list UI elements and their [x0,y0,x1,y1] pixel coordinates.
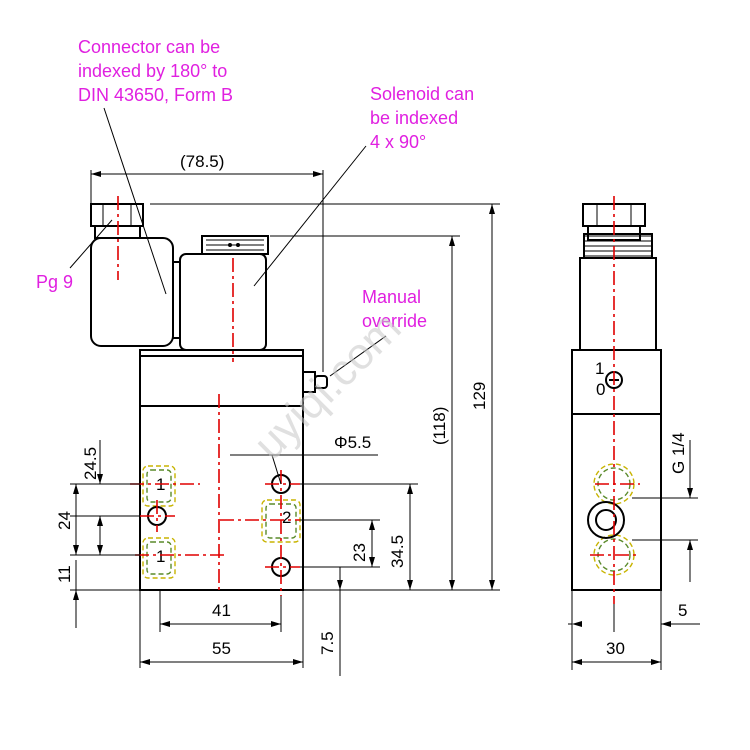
dim-hole-diameter: Φ5.5 [334,433,371,452]
solenoid-nut [201,235,269,255]
side-coil [579,257,657,351]
dim-port-bottom-offset: 11 [55,565,74,583]
dim-port-offset-right: 23 [350,543,369,562]
manual-override-line1: Manual [362,287,421,307]
side-dimensions: G 1/4 5 30 [568,432,700,670]
watermark: uyiqi.com [244,303,410,469]
solenoid-note-line1: Solenoid can [370,84,474,104]
front-dimensions: (78.5) 129 (118) Φ5.5 34.5 23 [55,152,500,676]
dim-port-thread: G 1/4 [669,432,688,474]
svg-text:0: 0 [596,380,605,399]
solenoid-coil [179,253,267,351]
connector-nut [90,203,144,227]
connector-note-line1: Connector can be [78,37,220,57]
side-valve-body [571,413,662,591]
svg-text:1: 1 [156,547,165,566]
solenoid-note-line3: 4 x 90° [370,132,426,152]
connector-body [90,237,174,347]
side-pilot-head [571,349,662,415]
dim-port-spacing-mid: 24 [55,511,74,530]
front-view: 1 1 2 [90,196,328,596]
pilot-head [139,349,304,407]
pg9-label: Pg 9 [36,272,73,292]
connector-note-line3: DIN 43650, Form B [78,85,233,105]
dim-total-height: 129 [470,382,489,410]
dim-body-height: (118) [430,407,449,445]
svg-text:2: 2 [282,508,291,527]
dim-port-spacing-top: 24.5 [81,447,100,480]
annotations: Connector can be indexed by 180° to DIN … [36,37,474,377]
connector-note-line2: indexed by 180° to [78,61,227,81]
dim-port-height-right: 34.5 [388,535,407,568]
dim-overall-width: (78.5) [180,152,224,171]
dim-bottom-offset: 7.5 [318,631,337,655]
side-port-mid [587,501,625,539]
dim-mount-spacing: 41 [212,601,231,620]
svg-text:1: 1 [595,359,604,378]
dim-side-width: 30 [606,639,625,658]
dim-side-offset: 5 [678,601,687,620]
dim-body-width: 55 [212,639,231,658]
side-view: 1 0 [571,196,662,604]
valve-body [139,405,304,591]
manual-override-line2: override [362,311,427,331]
solenoid-note-line2: be indexed [370,108,458,128]
